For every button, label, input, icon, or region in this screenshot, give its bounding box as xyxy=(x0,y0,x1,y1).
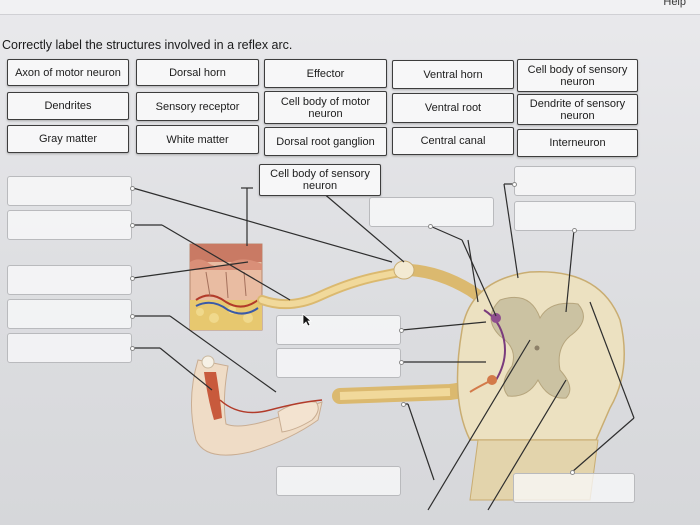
drop-target-1[interactable] xyxy=(7,176,132,206)
anchor-dot xyxy=(130,186,135,191)
anchor-dot xyxy=(428,224,433,229)
drop-target-7[interactable] xyxy=(514,166,636,196)
drop-target-4[interactable] xyxy=(7,299,132,329)
anchor-dot xyxy=(130,346,135,351)
central-canal-illustration xyxy=(534,345,540,351)
drop-target-11[interactable] xyxy=(276,466,401,496)
label-cell-body-of-motor-neuron[interactable]: Cell body of motor neuron xyxy=(264,91,387,124)
label-dorsal-horn[interactable]: Dorsal horn xyxy=(136,59,259,86)
drop-target-2[interactable] xyxy=(7,210,132,240)
anchor-dot xyxy=(572,228,577,233)
help-link[interactable]: Help xyxy=(663,0,686,8)
label-ventral-horn[interactable]: Ventral horn xyxy=(392,60,514,89)
mouse-cursor-icon xyxy=(302,313,312,327)
anchor-dot xyxy=(512,182,517,187)
label-gray-matter[interactable]: Gray matter xyxy=(7,125,129,153)
spinal-cord-illustration xyxy=(456,270,625,501)
anchor-dot xyxy=(570,470,575,475)
skin-section-illustration xyxy=(189,243,263,331)
label-dendrites[interactable]: Dendrites xyxy=(7,92,129,120)
drop-target-9[interactable] xyxy=(276,315,401,345)
label-sensory-receptor[interactable]: Sensory receptor xyxy=(136,92,259,121)
drop-target-8[interactable] xyxy=(514,201,636,231)
label-ventral-root[interactable]: Ventral root xyxy=(392,93,514,123)
label-dorsal-root-ganglion[interactable]: Dorsal root ganglion xyxy=(264,127,387,156)
placed-label-cell-body-of-sensory-neuron[interactable]: Cell body of sensory neuron xyxy=(259,164,381,196)
top-toolbar: Help xyxy=(0,0,700,15)
label-dendrite-of-sensory-neuron[interactable]: Dendrite of sensory neuron xyxy=(517,94,638,125)
anchor-dot xyxy=(401,402,406,407)
question-instruction: Correctly label the structures involved … xyxy=(2,38,293,52)
drop-target-10[interactable] xyxy=(276,348,401,378)
anchor-dot xyxy=(130,314,135,319)
dorsal-root-ganglion-illustration xyxy=(393,260,415,280)
anchor-dot xyxy=(399,360,404,365)
label-effector[interactable]: Effector xyxy=(264,59,387,88)
label-axon-of-motor-neuron[interactable]: Axon of motor neuron xyxy=(7,59,129,86)
drop-target-3[interactable] xyxy=(7,265,132,295)
anchor-dot xyxy=(130,223,135,228)
label-white-matter[interactable]: White matter xyxy=(136,125,259,154)
drop-target-6[interactable] xyxy=(369,197,494,227)
label-interneuron[interactable]: Interneuron xyxy=(517,129,638,157)
label-cell-body-of-sensory-neuron[interactable]: Cell body of sensory neuron xyxy=(517,59,638,92)
anchor-dot xyxy=(399,328,404,333)
drop-target-5[interactable] xyxy=(7,333,132,363)
anchor-dot xyxy=(130,276,135,281)
label-central-canal[interactable]: Central canal xyxy=(392,127,514,155)
drop-target-12[interactable] xyxy=(513,473,635,503)
